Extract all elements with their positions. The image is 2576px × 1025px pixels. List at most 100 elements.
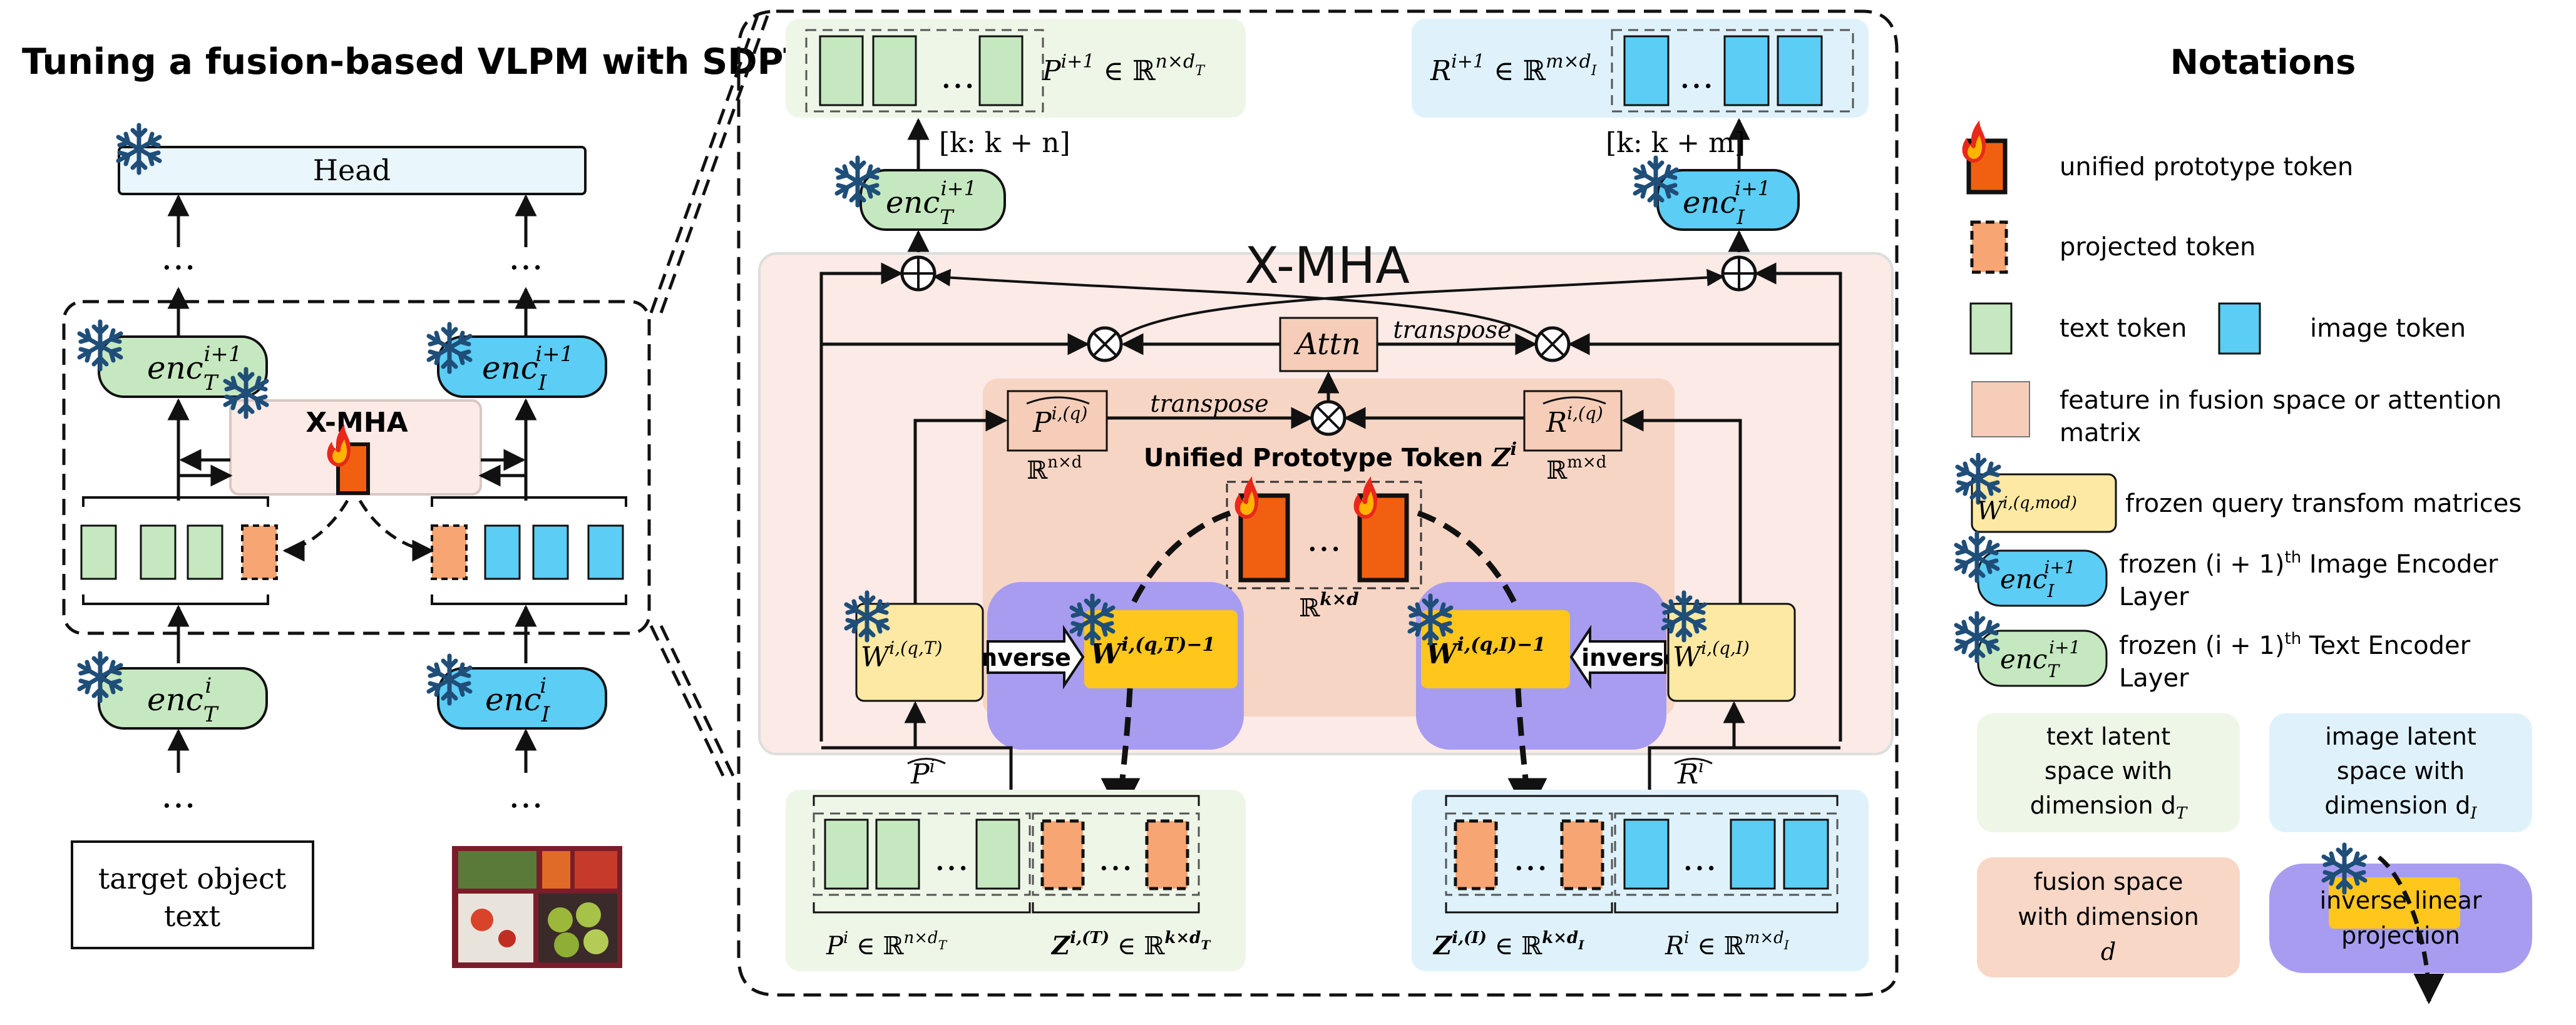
left-text-token [187, 524, 223, 580]
legend-feature [1971, 381, 2030, 437]
dots-left-top-i: … [508, 237, 543, 278]
svg-text:inverse linear: inverse linear [2320, 887, 2482, 914]
svg-text:Ri: Ri [1677, 756, 1704, 790]
attn-box [1279, 317, 1378, 372]
svg-text:encTi+1: encTi+1 [886, 176, 977, 229]
left-projected-token [241, 524, 278, 580]
xmha-title: X-MHA [1244, 237, 1410, 295]
legend-image-latent [2269, 713, 2532, 832]
svg-text:Ri,(q): Ri,(q) [1546, 403, 1603, 439]
legend-text-token [1969, 302, 2013, 355]
svg-text:Wi,(q,T)−1: Wi,(q,T)−1 [1090, 634, 1215, 670]
legend-fusion-space [1977, 857, 2240, 977]
target-text-line1: target object [98, 862, 287, 895]
svg-text:frozen (i + 1)th Image Encoder: frozen (i + 1)th Image Encoder [2119, 548, 2498, 579]
left-enc-i-top [437, 335, 607, 398]
legend-text-latent [1977, 713, 2240, 832]
legend-image-token [2218, 302, 2261, 355]
dots-left-top-t: … [161, 237, 196, 278]
svg-text:dimension dI: dimension dI [2324, 792, 2477, 823]
head-box [118, 146, 587, 195]
left-image-token [587, 524, 624, 580]
transpose-mid: transpose [1150, 390, 1268, 417]
legend-text-label: text token [2060, 314, 2187, 343]
legend-image-label: image token [2310, 314, 2466, 343]
svg-text:frozen (i + 1)th Text Encoder: frozen (i + 1)th Text Encoder [2119, 630, 2471, 660]
slice-image: [k: k + m] [1606, 127, 1745, 159]
svg-text:Unified Prototype Token Zi: Unified Prototype Token Zi [1144, 439, 1517, 472]
target-text-line2: text [164, 899, 221, 933]
legend-projected-label: projected token [2060, 233, 2255, 262]
svg-text:ℝm×d: ℝm×d [1546, 453, 1606, 485]
legend-unified-label: unified prototype token [2060, 153, 2353, 181]
left-panel: Tuning a fusion-based VLPM with SDPT Hea… [22, 15, 808, 968]
svg-text:…: … [934, 838, 969, 879]
svg-text:ℝn×d: ℝn×d [1027, 453, 1082, 485]
left-text-token [140, 524, 177, 580]
transpose-top: transpose [1393, 316, 1511, 344]
svg-text:encTi+1: encTi+1 [147, 342, 242, 395]
target-image [452, 846, 622, 968]
w-qI-box [1667, 603, 1796, 702]
svg-text:Wi,(q,T): Wi,(q,T) [861, 638, 942, 673]
svg-text:encIi+1: encIi+1 [2000, 557, 2076, 601]
svg-text:with dimension: with dimension [2018, 903, 2199, 931]
svg-text:space with: space with [2337, 757, 2465, 785]
svg-text:Ri ∈ ℝm×dI: Ri ∈ ℝm×dI [1665, 929, 1790, 961]
legend-feature-line2: matrix [2060, 419, 2141, 447]
svg-text:dimension dT: dimension dT [2030, 792, 2188, 823]
svg-text:encTi: encTi [147, 673, 219, 727]
svg-text:…: … [1682, 838, 1717, 879]
svg-text:projection: projection [2341, 922, 2460, 949]
attn-label: Attn [1293, 327, 1360, 362]
svg-text:Ri+1 ∈ ℝm×dI: Ri+1 ∈ ℝm×dI [1430, 51, 1598, 87]
svg-text:encIi+1: encIi+1 [1683, 176, 1770, 229]
legend-enc-t-desc2: Layer [2119, 664, 2189, 693]
left-text-token [80, 524, 117, 580]
center-panel: … Pi+1 ∈ ℝn×dT Ri+1 ∈ ℝm×dI … [k: k + n]… [737, 9, 1899, 997]
p-hat-q-box [1007, 390, 1108, 452]
left-image-token [484, 524, 521, 580]
svg-text:Pi,(q): Pi,(q) [1032, 403, 1087, 439]
svg-text:Pi ∈ ℝn×dT: Pi ∈ ℝn×dT [826, 929, 948, 961]
svg-text:encTi+1: encTi+1 [2000, 637, 2080, 681]
svg-text:Zi,(T) ∈ ℝk×dT: Zi,(T) ∈ ℝk×dT [1050, 929, 1211, 961]
legend-projected-token [1970, 220, 2008, 274]
left-projected-token [431, 524, 468, 580]
legend-enc-i-desc2: Layer [2119, 583, 2189, 611]
svg-text:text latent: text latent [2046, 723, 2170, 750]
slice-text: [k: k + n] [939, 127, 1070, 159]
svg-text:encIi+1: encIi+1 [482, 342, 573, 395]
svg-text:…: … [1679, 56, 1714, 96]
svg-text:image latent: image latent [2325, 723, 2476, 750]
flame-icon [1962, 120, 1986, 163]
target-text-box [71, 840, 314, 949]
legend-w-box [1971, 473, 2117, 533]
svg-text:Wi,(q,mod): Wi,(q,mod) [1977, 494, 2077, 526]
w-qI-inv [1421, 610, 1570, 688]
upt-label: Unified Prototype Token [1144, 444, 1492, 472]
head-label: Head [313, 153, 391, 187]
svg-text:…: … [940, 56, 975, 96]
svg-text:…: … [1098, 838, 1133, 879]
inverse-label-right: inverse [1581, 644, 1680, 671]
dots-left-bottom-t: … [161, 775, 196, 816]
svg-text:…: … [1513, 838, 1548, 879]
w-qT-inv [1084, 610, 1238, 688]
svg-text:d: d [2101, 938, 2116, 966]
svg-text:ℝk×d: ℝk×d [1299, 589, 1359, 623]
notations-panel: Notations unified prototype token projec… [1956, 43, 2532, 1004]
r-hat-q-box [1523, 390, 1623, 452]
left-xmha-label: X-MHA [305, 407, 408, 439]
center-dashed-frame [737, 9, 1899, 997]
svg-text:space with: space with [2045, 757, 2172, 785]
svg-text:Wi,(q,I): Wi,(q,I) [1673, 638, 1750, 673]
unified-token-1 [1238, 493, 1290, 583]
svg-text:Zi,(I) ∈ ℝk×dI: Zi,(I) ∈ ℝk×dI [1432, 929, 1584, 961]
legend-feature-line1: feature in fusion space or attention [2060, 386, 2502, 415]
svg-text:encIi: encIi [485, 673, 550, 727]
dots-left-bottom-i: … [508, 775, 543, 816]
inverse-label-left: inverse [972, 644, 1071, 671]
legend-w-desc: frozen query transfom matrices [2125, 489, 2522, 518]
